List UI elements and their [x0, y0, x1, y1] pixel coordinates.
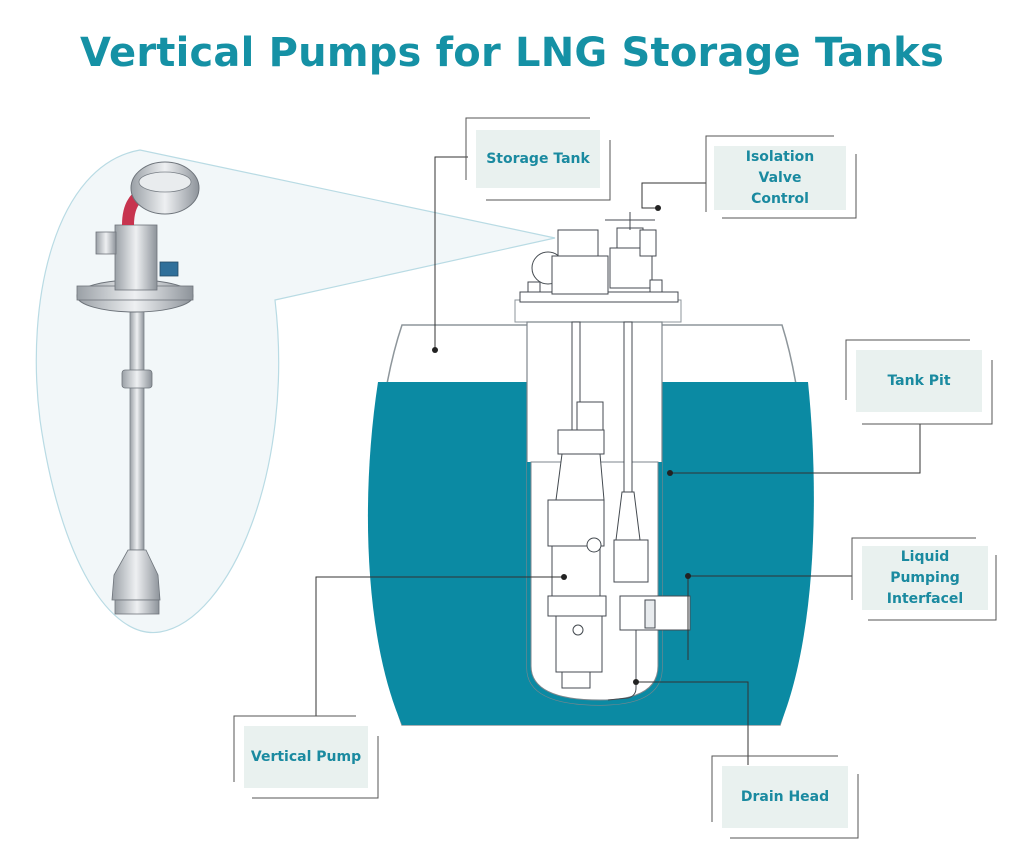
callout-lines — [315, 156, 921, 765]
label-isolation-line1: Isolation — [745, 148, 815, 165]
label-isolation-valve-control: Isolation Valve Control — [714, 146, 846, 210]
callout-dots — [432, 205, 691, 685]
label-liquid-line3: Interfacel — [886, 590, 964, 607]
label-tank-pit-text: Tank Pit — [887, 373, 951, 389]
label-liquid-line2: Pumping — [890, 569, 960, 586]
label-frames — [233, 117, 997, 839]
label-isolation-line2: Valve — [758, 169, 802, 186]
label-storage-tank: Storage Tank — [476, 130, 600, 188]
label-liquid-line1: Liquid — [900, 548, 950, 565]
label-storage-tank-text: Storage Tank — [486, 151, 590, 167]
label-liquid-pumping-interface: Liquid Pumping Interfacel — [862, 546, 988, 610]
label-tank-pit: Tank Pit — [856, 350, 982, 412]
page-title: Vertical Pumps for LNG Storage Tanks — [80, 30, 944, 76]
label-vertical-pump: Vertical Pump — [244, 726, 368, 788]
label-drain-head-text: Drain Head — [740, 789, 830, 805]
pump-internals — [547, 321, 691, 701]
vertical-pump-photo — [76, 161, 200, 615]
label-vertical-pump-text: Vertical Pump — [250, 749, 362, 765]
top-equipment — [519, 212, 679, 303]
label-drain-head: Drain Head — [722, 766, 848, 828]
label-isolation-line3: Control — [751, 190, 809, 207]
